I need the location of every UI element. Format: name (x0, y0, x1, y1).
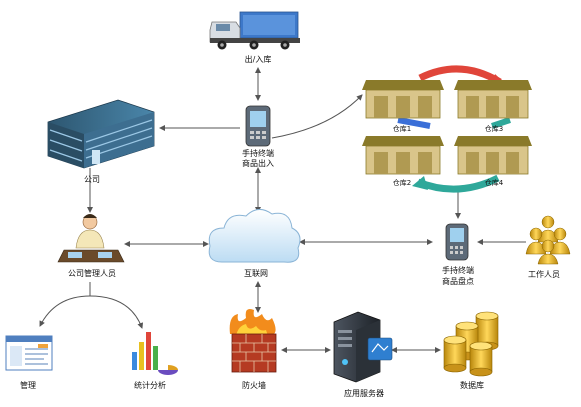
arrow-to-stats (89, 295, 144, 329)
handheld-terminal-icon (445, 223, 469, 261)
firewall-icon (229, 309, 277, 373)
warehouse-icon (454, 80, 532, 119)
warehouse-1-label: 仓库1 (393, 124, 411, 133)
handheld-terminal-icon (245, 105, 271, 147)
management-label: 管理 (20, 380, 36, 390)
warehouse-cycle-arrows (397, 65, 511, 193)
workers-label: 工作人员 (528, 269, 560, 279)
firewall-label: 防火墙 (242, 380, 266, 390)
arrow-handheld-warehouses (271, 94, 363, 139)
manager-label: 公司管理人员 (68, 268, 116, 278)
handheld-top-label-1: 手持终端 (242, 148, 274, 158)
warehouse-icon (362, 80, 444, 119)
company-label: 公司 (84, 175, 100, 184)
warehouse-3-label: 仓库3 (485, 124, 503, 133)
stats-label: 统计分析 (134, 380, 166, 390)
truck-icon (209, 11, 300, 50)
internet-label: 互联网 (244, 269, 268, 278)
handheld-top-label-2: 商品出入 (242, 158, 274, 168)
handheld-right-label-2: 商品盘点 (442, 276, 474, 286)
people-group-icon (525, 215, 571, 265)
warehouse-2-label: 仓库2 (393, 178, 411, 187)
warehouse-icon (362, 136, 444, 175)
database-label: 数据库 (460, 380, 484, 390)
database-icon (443, 311, 499, 377)
connectors (39, 67, 526, 353)
cloud-icon (208, 209, 301, 263)
bar-chart-icon (132, 332, 178, 375)
truck-label: 出/入库 (245, 54, 272, 64)
arrow-to-management (39, 295, 91, 327)
warehouse-4-label: 仓库4 (485, 178, 504, 187)
app-server-label: 应用服务器 (344, 388, 384, 398)
warehouse-icon (454, 136, 532, 175)
office-building-icon (47, 99, 155, 169)
manager-at-desk-icon (57, 214, 125, 263)
server-icon (333, 311, 393, 383)
handheld-right-label-1: 手持终端 (442, 265, 474, 275)
document-window-icon (5, 335, 53, 371)
